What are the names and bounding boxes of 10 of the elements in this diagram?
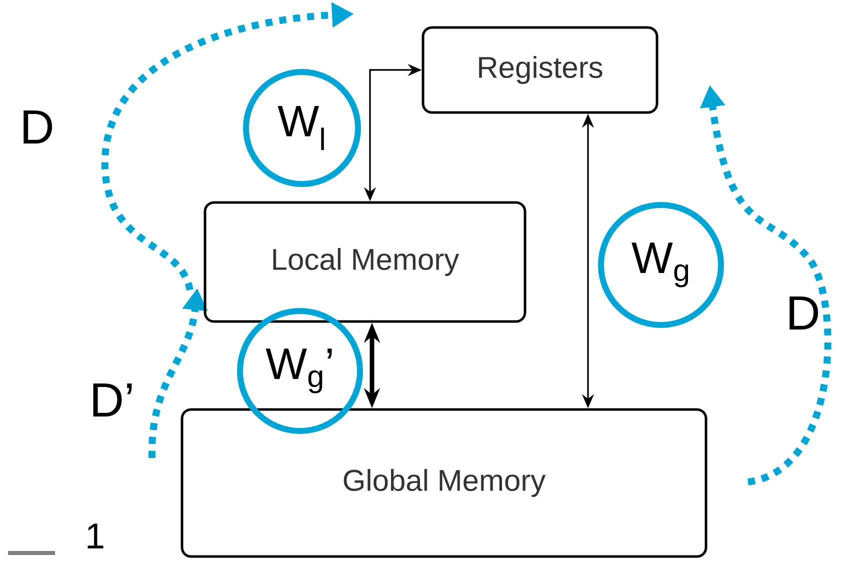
memory-box: Global Memory xyxy=(180,408,708,558)
flow-label: D’ xyxy=(93,383,132,416)
flow-label: 1 xyxy=(88,524,104,548)
memory-box: Local Memory xyxy=(204,201,526,323)
circle-label: W$_{g}$’ xyxy=(237,308,363,434)
circle-label: W$_{g}$ xyxy=(598,202,724,328)
flow-label: D xyxy=(24,110,52,144)
flow-label: D xyxy=(790,296,818,330)
circle-label: W$_{l}$ xyxy=(243,68,361,187)
register-box: Registers xyxy=(422,26,658,114)
